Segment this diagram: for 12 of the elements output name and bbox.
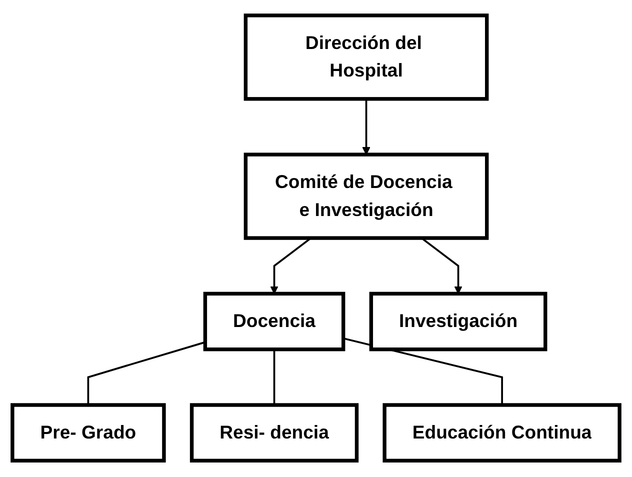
node-box: Educación Continua	[382, 404, 622, 463]
node-box: Docencia	[203, 292, 346, 352]
arrow	[420, 238, 462, 295]
connector	[273, 350, 276, 406]
node-box: Investigación	[369, 292, 548, 352]
node-box: Comité de Docencia e Investigación	[244, 153, 489, 240]
connector	[87, 342, 206, 406]
arrow	[270, 238, 312, 295]
node-box: Dirección del Hospital	[244, 14, 489, 102]
arrow	[362, 99, 370, 156]
node-box: Resi- dencia	[190, 404, 359, 463]
node-box: Pre- Grado	[10, 404, 166, 463]
